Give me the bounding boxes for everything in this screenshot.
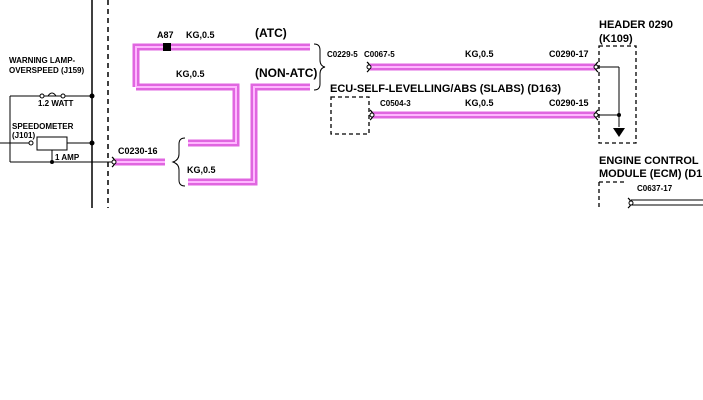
overspeed-label: OVERSPEED (J159) xyxy=(9,66,84,75)
ecm-title-line2: MODULE (ECM) (D1 xyxy=(599,168,702,180)
header-internal-bus xyxy=(598,66,621,127)
kg-ecu-label: KG,0.5 xyxy=(465,98,494,108)
atc-label: (ATC) xyxy=(255,26,287,40)
c0067-label: C0067-5 xyxy=(364,50,395,59)
header-k109: (K109) xyxy=(599,33,633,45)
c0229-label: C0229-5 xyxy=(327,50,358,59)
right-brace xyxy=(313,43,326,91)
kg-lower-label: KG,0.5 xyxy=(187,165,216,175)
magenta-wires xyxy=(115,43,595,186)
c0290-15-label: C0290-15 xyxy=(549,98,589,108)
speedometer-component xyxy=(0,136,112,164)
watt-label: 1.2 WATT xyxy=(38,99,74,108)
kg-atc-label: KG,0.5 xyxy=(186,30,215,40)
left-brace xyxy=(171,137,186,187)
nonatc-label: (NON-ATC) xyxy=(255,66,317,80)
speedometer-label: SPEEDOMETER xyxy=(12,122,74,131)
j101-label: (J101) xyxy=(12,131,35,140)
header-title: HEADER 0290 xyxy=(599,19,673,31)
ecm-title-line1: ENGINE CONTROL xyxy=(599,155,699,167)
ground-arrow-icon xyxy=(613,128,625,137)
c0504-label: C0504-3 xyxy=(380,99,411,108)
amp-label: 1 AMP xyxy=(55,153,80,162)
ecu-box xyxy=(330,96,370,135)
header-box xyxy=(598,45,637,144)
warning-lamp-component xyxy=(9,92,95,162)
a87-label: A87 xyxy=(157,30,174,40)
kg-top-label: KG,0.5 xyxy=(465,49,494,59)
warning-lamp-label: WARNING LAMP- xyxy=(9,56,76,65)
kg-nonatc-label: KG,0.5 xyxy=(176,69,205,79)
splice-a87-node xyxy=(163,43,171,51)
c0637-label: C0637-17 xyxy=(637,184,673,193)
ecm-wire xyxy=(631,199,703,206)
c0230-label: C0230-16 xyxy=(118,146,158,156)
c0290-17-label: C0290-17 xyxy=(549,49,589,59)
ecu-title: ECU-SELF-LEVELLING/ABS (SLABS) (D163) xyxy=(330,83,561,95)
